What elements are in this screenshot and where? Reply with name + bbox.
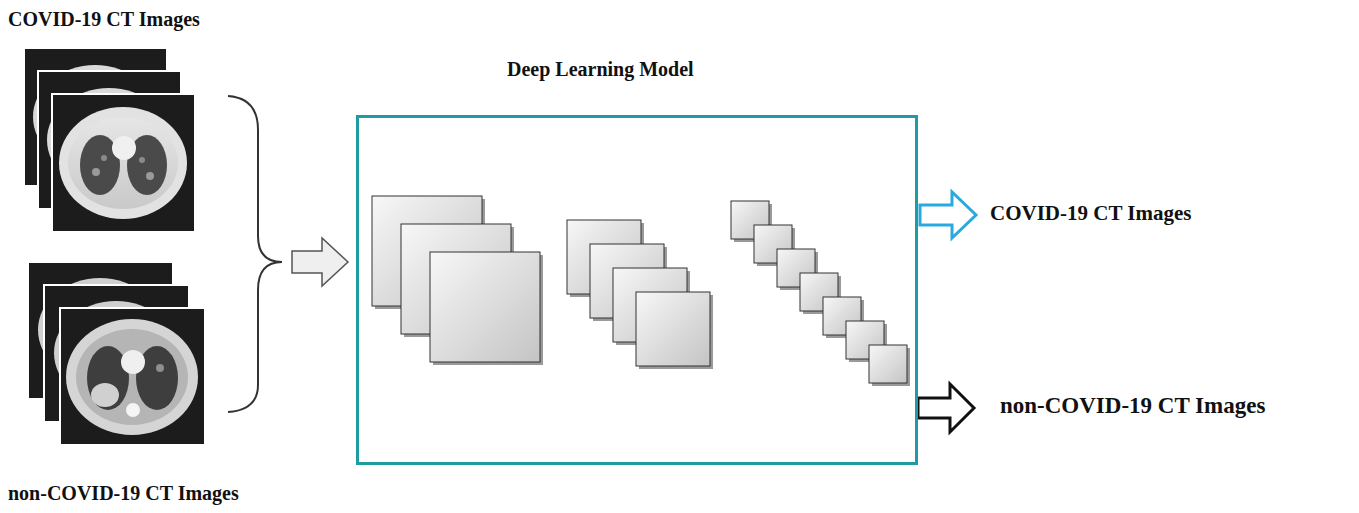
ct-stack-non-covid bbox=[28, 262, 205, 445]
class-label: non-COVID-19 CT Images bbox=[8, 482, 239, 504]
class-label-wrap: non-COVID-19 CT Images bbox=[1000, 393, 1265, 419]
class-label-wrap: COVID-19 CT Images bbox=[990, 201, 1191, 225]
output-arrow-non-covid bbox=[918, 384, 974, 432]
input-arrow bbox=[292, 238, 348, 286]
output-arrow-covid bbox=[920, 192, 976, 238]
class-label-wrap: non-COVID-19 CT Images bbox=[8, 482, 239, 505]
bracket bbox=[228, 96, 282, 412]
class-label: non-COVID-19 CT Images bbox=[1000, 393, 1265, 418]
network-layers bbox=[359, 118, 915, 462]
model-box: Deep Learning Model bbox=[356, 115, 918, 465]
class-label: COVID-19 CT Images bbox=[8, 8, 200, 30]
class-label: COVID-19 CT Images bbox=[990, 201, 1191, 225]
model-title-wrap: Deep Learning Model bbox=[507, 58, 694, 81]
class-label-wrap: COVID-19 CT Images bbox=[8, 8, 200, 31]
model-title: Deep Learning Model bbox=[507, 58, 694, 80]
ct-stack-covid bbox=[24, 48, 195, 232]
